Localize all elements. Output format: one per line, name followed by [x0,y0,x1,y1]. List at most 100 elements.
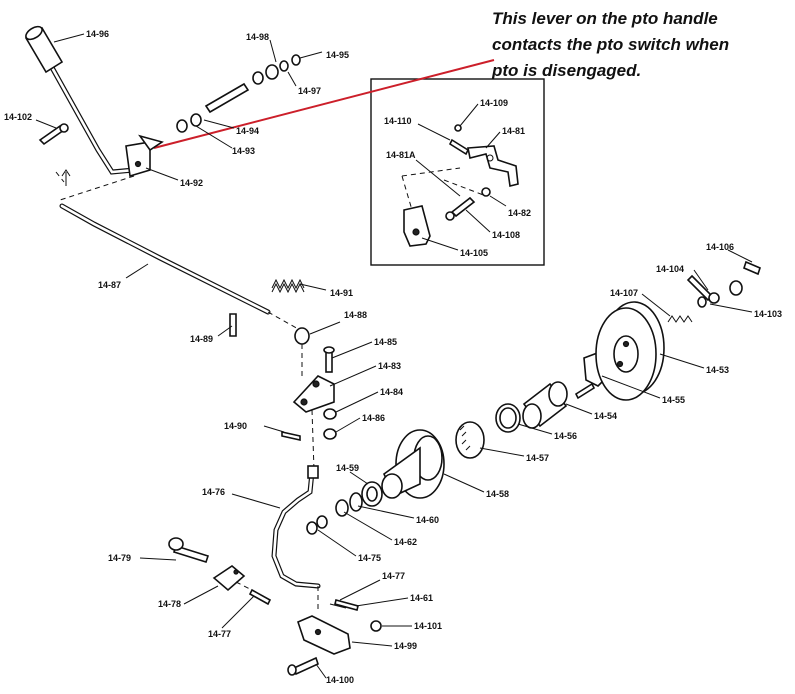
label-14-103: 14-103 [754,309,782,319]
label-14-104: 14-104 [656,264,684,274]
screw-14-108 [445,196,476,221]
pin-14-94 [204,82,250,114]
pin-14-79 [168,537,210,563]
label-14-105: 14-105 [460,248,488,258]
label-14-101: 14-101 [414,621,442,631]
inset-detail-box [370,78,545,266]
bracket-14-105 [403,205,431,247]
plate-14-83 [292,375,335,413]
label-14-59: 14-59 [336,463,359,473]
swivel-14-88 [294,327,310,345]
label-14-108: 14-108 [492,230,520,240]
pulley-14-58 [381,429,445,499]
clip-14-109 [454,124,462,132]
clip-14-97 [279,60,289,72]
label-14-81: 14-81 [502,126,525,136]
bolt-14-102 [38,123,69,146]
pin-14-90 [281,431,301,441]
label-14-98: 14-98 [246,32,269,42]
washers-14-93 [176,113,202,133]
label-14-85: 14-85 [374,337,397,347]
nut-14-82 [481,187,491,197]
label-14-55: 14-55 [662,395,685,405]
pto-handle-lever [37,43,137,175]
label-14-62: 14-62 [394,537,417,547]
nut-14-84 [323,408,337,420]
lever-bracket-14-92 [125,134,164,178]
label-14-53: 14-53 [706,365,729,375]
screw-14-110 [448,138,470,156]
label-14-100: 14-100 [326,675,354,685]
leader-lines [35,33,753,679]
label-14-87: 14-87 [98,280,121,290]
label-14-92: 14-92 [180,178,203,188]
pin-14-89 [229,313,237,337]
pin-14-106 [743,260,761,276]
label-14-106: 14-106 [706,242,734,252]
control-rod-14-87 [59,203,271,315]
label-14-60: 14-60 [416,515,439,525]
screw-14-54-bolt [574,382,596,400]
pto-switch-bracket-14-81 [467,145,519,187]
label-14-58: 14-58 [486,489,509,499]
label-14-91: 14-91 [330,288,353,298]
label-14-93: 14-93 [232,146,255,156]
bolt-14-100 [287,656,319,676]
label-14-110: 14-110 [384,116,412,126]
label-14-102: 14-102 [4,112,32,122]
label-14-77-right: 14-77 [382,571,405,581]
label-14-81a: 14-81A [386,150,416,160]
annotation-line-3: pto is disengaged. [492,61,642,80]
washer-14-62 [335,499,349,517]
label-14-86: 14-86 [362,413,385,423]
label-14-75: 14-75 [358,553,381,563]
label-14-77-left: 14-77 [208,629,231,639]
pulley-14-53 [595,301,665,401]
label-14-109: 14-109 [480,98,508,108]
label-14-84: 14-84 [380,387,403,397]
label-14-78: 14-78 [158,599,181,609]
lever-14-76 [271,465,321,589]
bushings-14-98 [252,64,279,85]
handle-grip-14-96 [24,25,64,74]
label-14-79: 14-79 [108,553,131,563]
bolt-14-104 [686,274,720,304]
label-14-97: 14-97 [298,86,321,96]
label-14-82: 14-82 [508,208,531,218]
label-14-89: 14-89 [190,334,213,344]
spacer-14-54 [522,381,568,429]
washer-14-95 [291,54,301,66]
annotation-line-2: contacts the pto switch when [492,35,730,54]
washer-14-103b [697,296,707,308]
bracket-14-99 [297,615,351,655]
label-14-83: 14-83 [378,361,401,371]
pin-14-77b [334,599,359,611]
label-14-56: 14-56 [554,431,577,441]
ring-14-56 [495,403,521,433]
label-14-95: 14-95 [326,50,349,60]
label-14-107: 14-107 [610,288,638,298]
bolt-14-85 [323,346,335,373]
annotation-arrow [153,59,495,149]
pin-14-77a [248,588,272,606]
label-14-61: 14-61 [410,593,433,603]
spring-14-107 [667,315,693,323]
bushing-14-59 [361,481,383,507]
bearing-14-57 [455,421,485,459]
nut-14-86 [323,428,337,440]
clevis-14-78 [212,565,246,592]
clip-14-61 [329,603,347,609]
washer-14-60 [349,492,363,512]
spring-14-91 [271,278,305,294]
label-14-57: 14-57 [526,453,549,463]
label-14-88: 14-88 [344,310,367,320]
label-14-99: 14-99 [394,641,417,651]
bushing-14-75 [306,515,328,535]
nut-14-101 [370,620,382,632]
annotation-note: This lever on the pto handle contacts th… [492,6,792,84]
label-14-94: 14-94 [236,126,259,136]
label-14-96: 14-96 [86,29,109,39]
label-14-90: 14-90 [224,421,247,431]
